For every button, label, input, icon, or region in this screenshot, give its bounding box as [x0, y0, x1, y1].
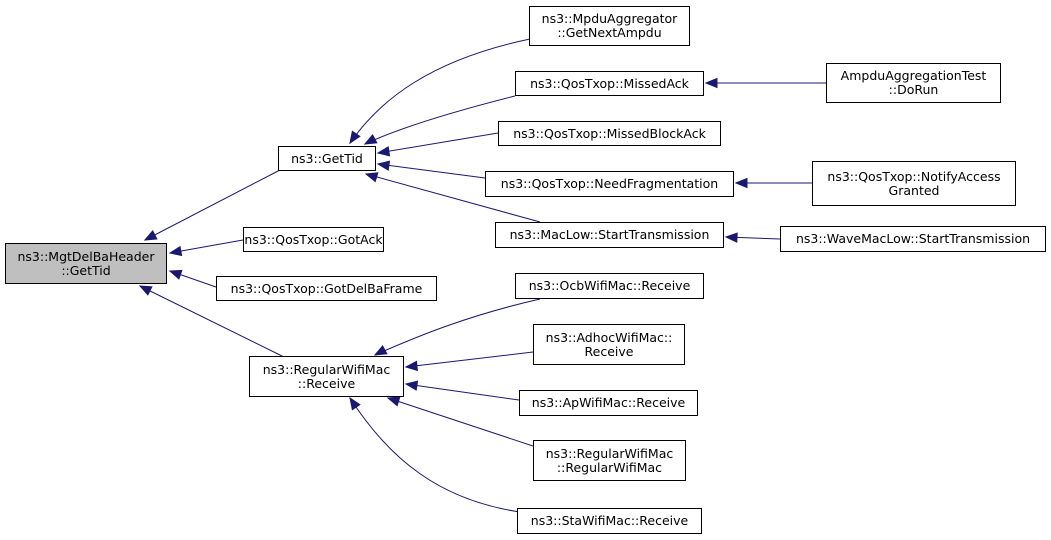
node-ocbwifimac-receive[interactable]: ns3::OcbWifiMac::Receive [515, 273, 704, 299]
edge-needfrag-to-gettid [377, 163, 486, 179]
edge-missedack-to-gettid-arrowhead [363, 133, 378, 145]
edge-adhoc-to-regularreceive-arrowhead [404, 360, 418, 372]
edge-notify-to-needfrag-arrowhead [734, 177, 748, 189]
edge-maclow-to-gettid-arrowhead [364, 172, 379, 183]
edge-ocb-to-regularreceive [374, 298, 541, 356]
node-ampduaggregationtest-dorun[interactable]: AmpduAggregationTest ::DoRun [826, 63, 1001, 103]
edge-missedblockack-to-gettid [377, 132, 499, 154]
node-qostxop-gotack[interactable]: ns3::QosTxop::GotAck [243, 227, 384, 252]
node-regularwifimac-regularwifimac[interactable]: ns3::RegularWifiMac ::RegularWifiMac [533, 440, 686, 481]
node-qostxop-gotdelbaframe[interactable]: ns3::QosTxop::GotDelBaFrame [216, 276, 437, 301]
edge-ctor-to-regularreceive-arrowhead [386, 396, 401, 407]
node-qostxop-notifyaccessgranted[interactable]: ns3::QosTxop::NotifyAccess Granted [812, 161, 1016, 206]
edge-needfrag-to-gettid-arrowhead [376, 160, 391, 171]
node-mgtdelbaheader-gettid: ns3::MgtDelBaHeader ::GetTid [5, 243, 167, 284]
edge-gotdelbaframe-to-root-arrowhead [168, 269, 183, 280]
edge-gotack-to-root-arrowhead [168, 245, 183, 257]
node-apwifimac-receive[interactable]: ns3::ApWifiMac::Receive [519, 390, 698, 416]
edge-gotack-to-root [169, 239, 244, 254]
edge-gettid-to-root-arrowhead [143, 230, 158, 241]
edge-ocb-to-regularreceive-arrowhead [373, 344, 388, 356]
edge-missedack-to-gettid [364, 95, 516, 145]
node-qostxop-missedblockack[interactable]: ns3::QosTxop::MissedBlockAck [498, 121, 721, 146]
edge-gettid-to-root [144, 169, 281, 241]
node-qostxop-missedack[interactable]: ns3::QosTxop::MissedAck [515, 71, 704, 96]
edge-missedblockack-to-gettid-arrowhead [376, 146, 391, 157]
edge-regularreceive-to-root [139, 285, 285, 358]
edge-sta-to-regularreceive [349, 397, 521, 513]
edge-sta-to-regularreceive-arrowhead [349, 396, 361, 411]
edge-regularreceive-to-root-arrowhead [138, 285, 153, 296]
node-maclow-starttransmission[interactable]: ns3::MacLow::StartTransmission [495, 222, 724, 248]
node-mpduaggregator-getnextampdu[interactable]: ns3::MpduAggregator ::GetNextAmpdu [529, 6, 690, 46]
edge-ampdutest-to-missedack-arrowhead [704, 77, 718, 89]
edge-ctor-to-regularreceive [387, 397, 546, 451]
node-adhocwifimac-receive[interactable]: ns3::AdhocWifiMac:: Receive [533, 324, 685, 365]
node-stawifimac-receive[interactable]: ns3::StaWifiMac::Receive [517, 508, 702, 534]
edge-mpdu-to-gettid-arrowhead [349, 130, 361, 145]
node-qostxop-needfragmentation[interactable]: ns3::QosTxop::NeedFragmentation [485, 171, 734, 197]
node-wavemaclow-starttransmission[interactable]: ns3::WaveMacLow::StartTransmission [780, 226, 1046, 252]
edge-wave-to-maclow-arrowhead [724, 232, 738, 243]
node-qostxop-gettid[interactable]: ns3::GetTid [278, 146, 376, 171]
node-regularwifimac-receive[interactable]: ns3::RegularWifiMac ::Receive [249, 356, 404, 397]
edge-maclow-to-gettid [365, 173, 541, 223]
edge-mpdu-to-gettid [349, 38, 531, 144]
edge-adhoc-to-regularreceive [405, 351, 534, 368]
edge-ap-to-regularreceive [405, 383, 520, 401]
edge-ap-to-regularreceive-arrowhead [404, 380, 419, 391]
